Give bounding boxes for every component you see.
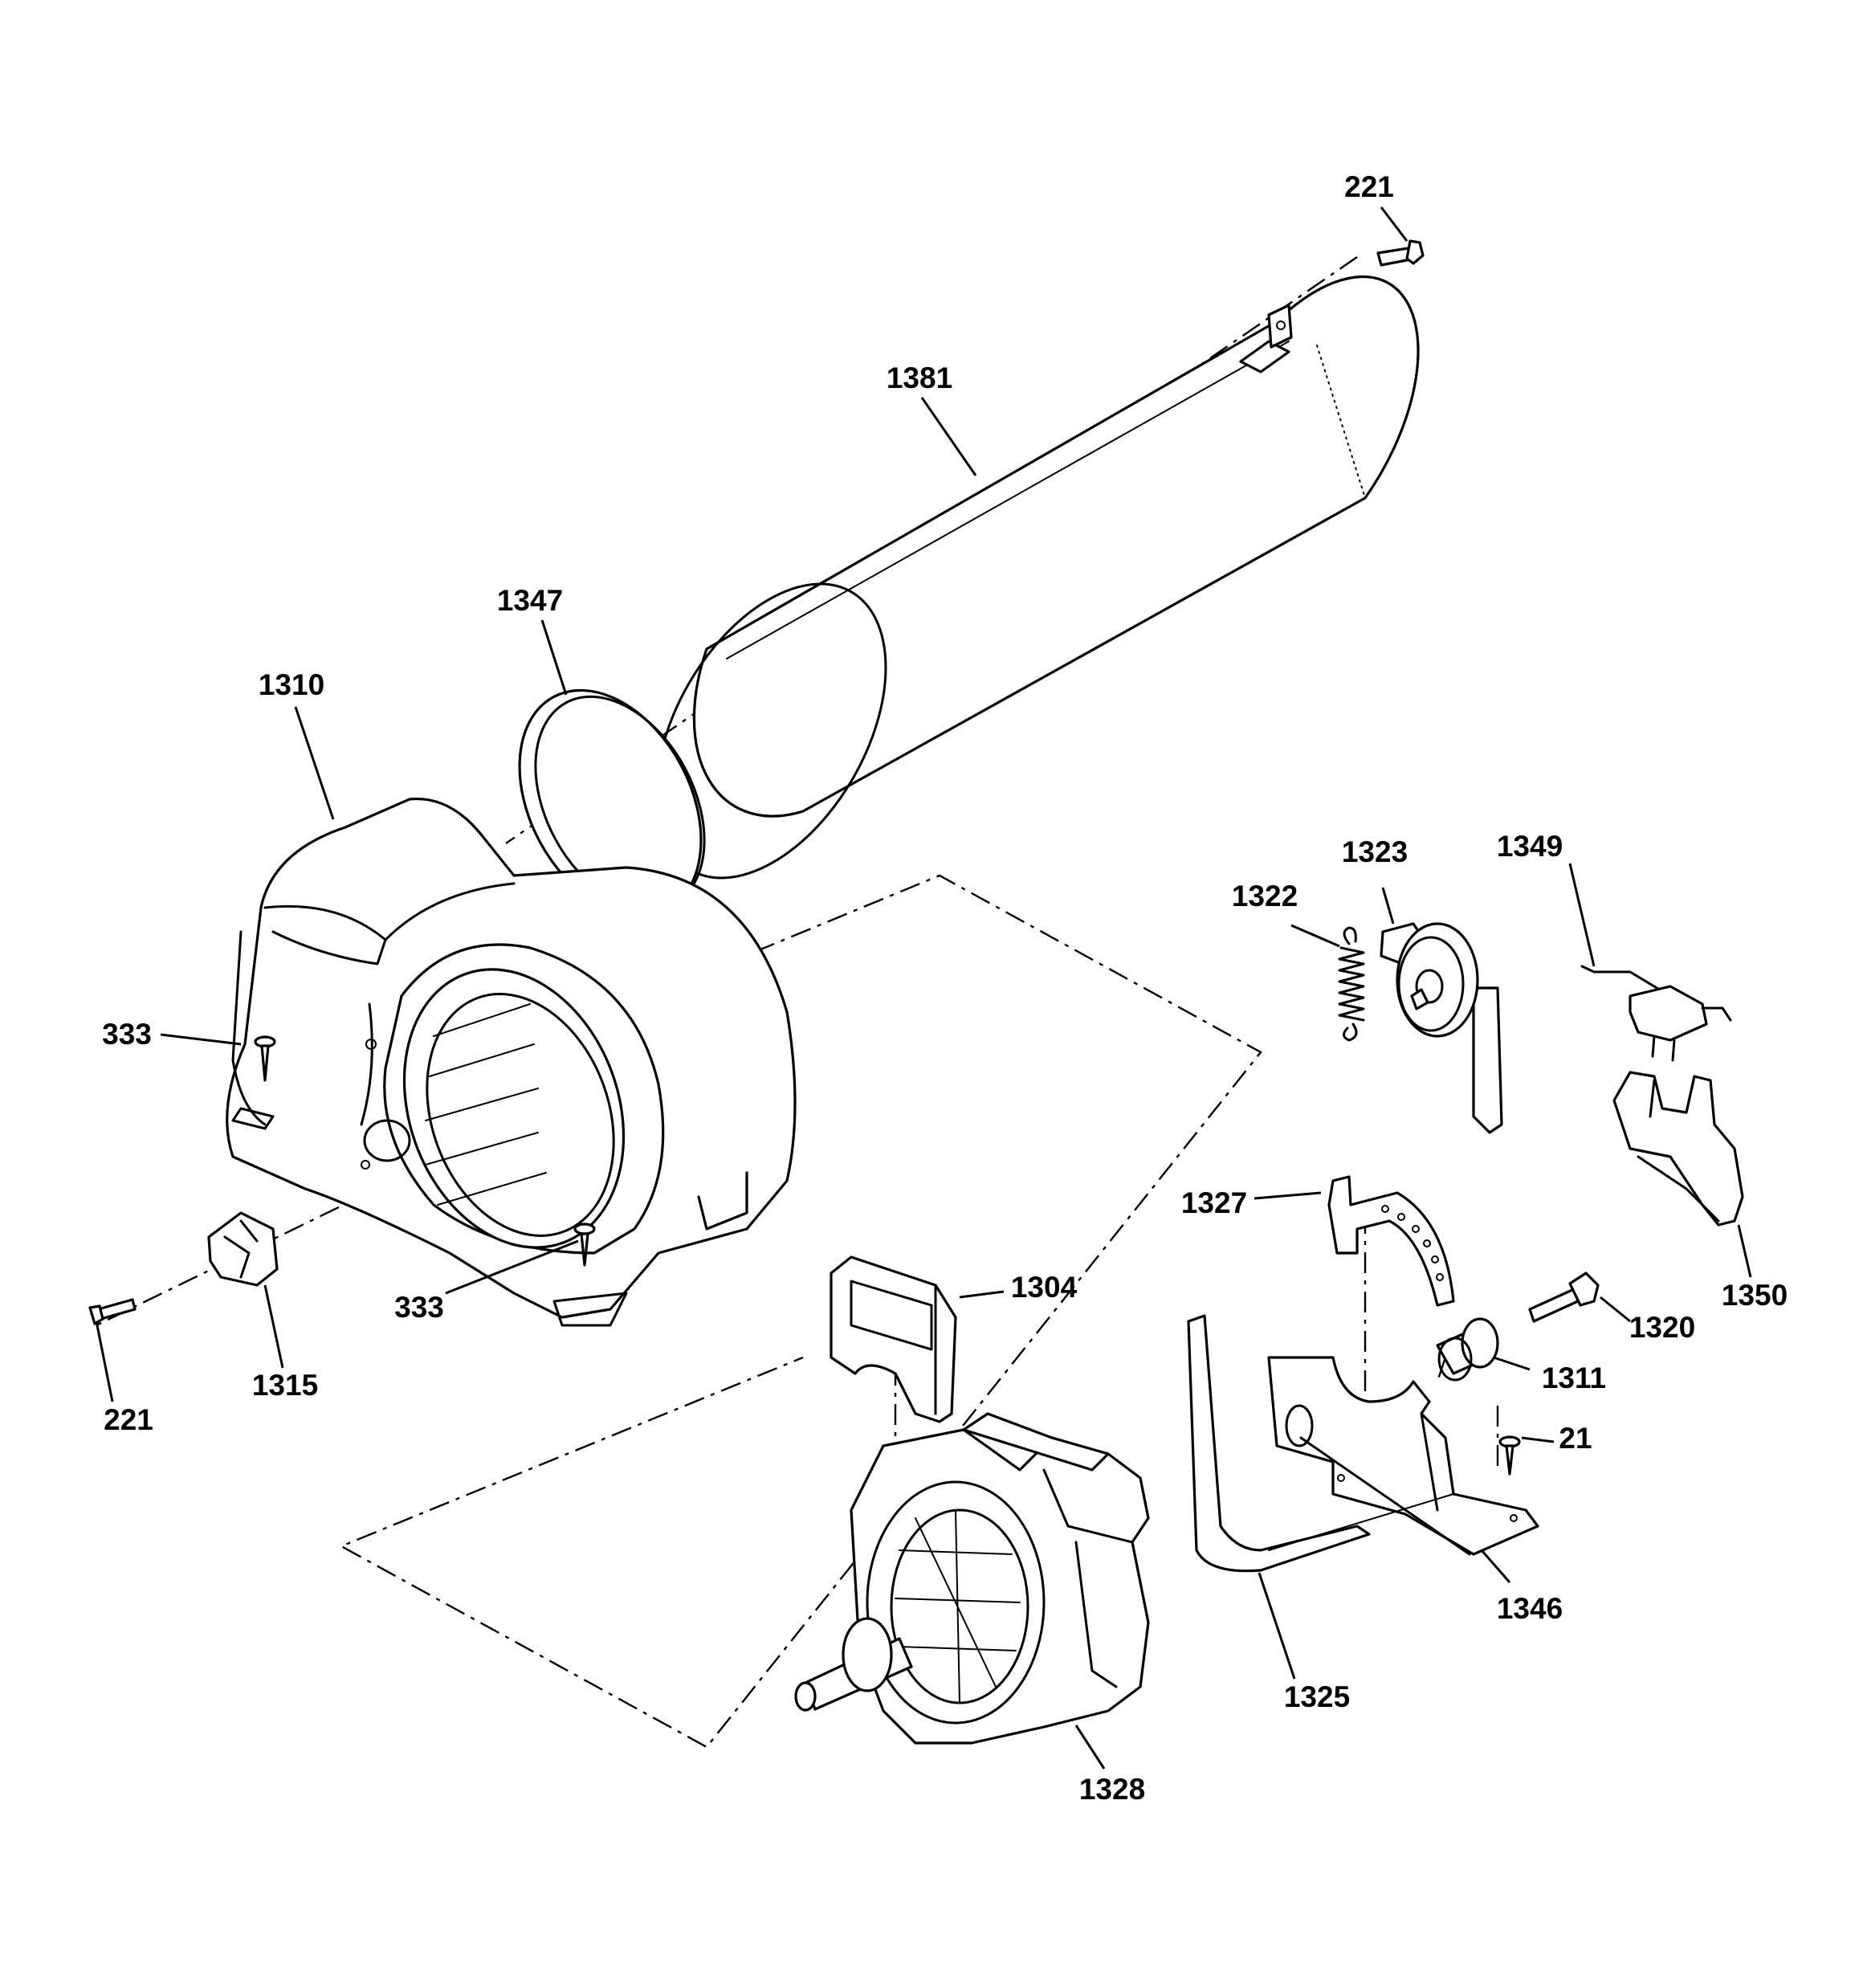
duct-1381: [654, 275, 1420, 880]
switch-1349: [1580, 965, 1732, 1062]
label-1381: 1381: [887, 361, 952, 394]
strap-1327: [1327, 1175, 1455, 1307]
label-1322: 1322: [1232, 880, 1298, 912]
screw-21: [1498, 1435, 1521, 1476]
part-1315: [207, 1211, 279, 1287]
label-1315: 1315: [252, 1369, 318, 1402]
leader-lines: [95, 206, 1752, 1770]
blower-housing-1310: [226, 797, 797, 1327]
belt-1325: [1187, 1314, 1454, 1573]
bolt-1320: [1528, 1272, 1600, 1323]
label-1346: 1346: [1497, 1592, 1563, 1625]
label-221-left: 221: [104, 1403, 153, 1436]
label-1349: 1349: [1497, 830, 1563, 863]
part-1311: [1436, 1317, 1499, 1382]
label-1304: 1304: [1011, 1271, 1078, 1304]
label-21: 21: [1559, 1422, 1592, 1455]
label-1350: 1350: [1722, 1279, 1788, 1312]
label-1320: 1320: [1629, 1311, 1695, 1344]
label-333-bottom: 333: [394, 1291, 444, 1324]
label-221-top: 221: [1344, 170, 1394, 203]
label-1323: 1323: [1342, 835, 1408, 868]
bracket-1350: [1612, 1071, 1744, 1227]
screw-333-left: [254, 1035, 276, 1082]
spring-1322: [1338, 926, 1365, 1042]
motor-1328: [794, 1412, 1150, 1745]
bracket-1346: [1267, 1356, 1539, 1556]
screw-221-left: [88, 1298, 137, 1325]
label-1328: 1328: [1079, 1773, 1145, 1806]
label-1325: 1325: [1284, 1680, 1350, 1713]
label-1347: 1347: [497, 584, 563, 617]
screw-221-top: [1376, 239, 1425, 267]
label-333-left: 333: [102, 1018, 152, 1051]
part-labels: 221 1381 1347 1310 333 333 221 1315 1323…: [102, 170, 1788, 1806]
screw-333-bottom: [573, 1223, 596, 1267]
part-1304: [830, 1255, 957, 1423]
idler-pulley-1323: [1380, 922, 1503, 1134]
label-1327: 1327: [1181, 1186, 1247, 1219]
label-1310: 1310: [259, 668, 324, 701]
label-1311: 1311: [1542, 1361, 1606, 1394]
